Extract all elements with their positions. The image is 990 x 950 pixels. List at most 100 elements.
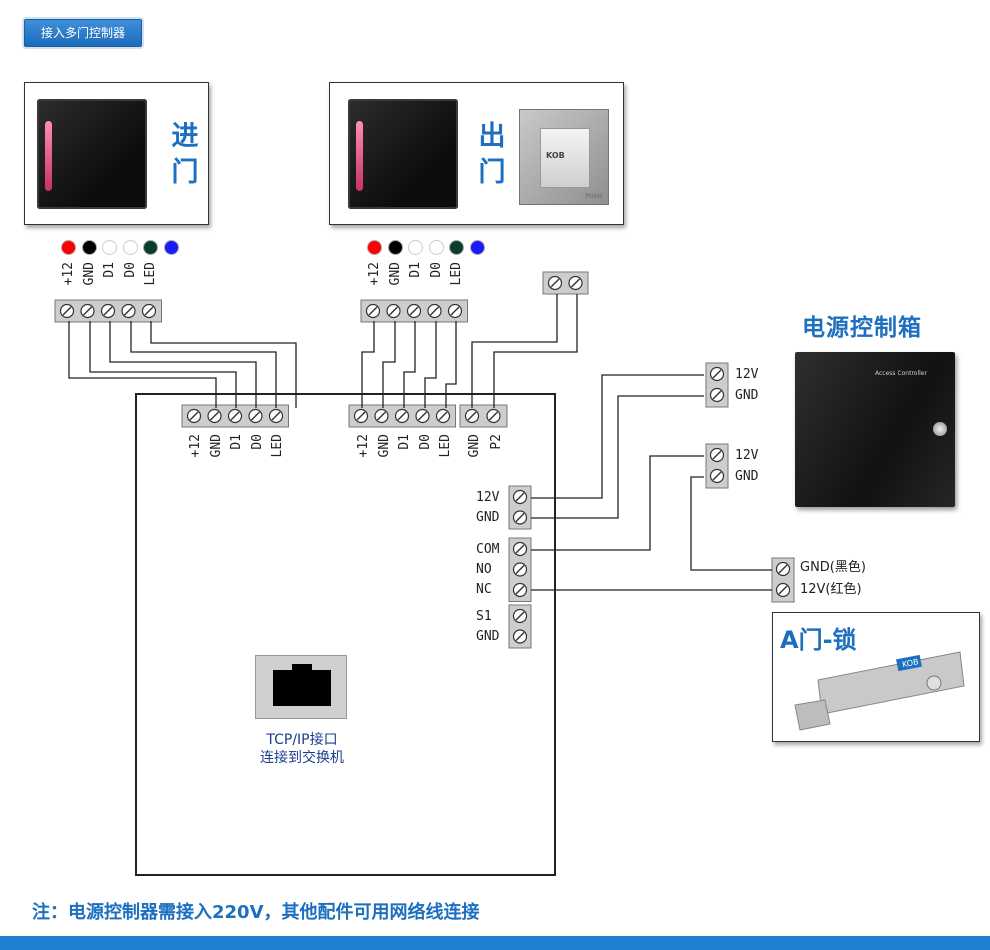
wire-lock-gnd bbox=[690, 476, 772, 571]
wire-exit-d1 bbox=[403, 321, 416, 408]
footer-note: 注：电源控制器需接入220V，其他配件可用网络线连接 bbox=[32, 902, 480, 923]
lock-title: A门-锁 bbox=[780, 626, 857, 654]
exit-door-label: 出门 bbox=[478, 121, 506, 188]
wire-color-dot bbox=[449, 240, 464, 255]
screw-slot bbox=[571, 278, 580, 288]
screw-slot bbox=[778, 585, 788, 595]
wire-button-p2 bbox=[493, 294, 578, 408]
screw-slot bbox=[62, 306, 72, 316]
multi-door-controller-tag: 接入多门控制器 bbox=[24, 19, 142, 47]
controller-power-12v-label: 12V bbox=[476, 490, 500, 505]
screw-slot bbox=[144, 306, 154, 316]
wire-color-dot bbox=[163, 240, 179, 255]
controller-s1-label: S1 bbox=[476, 609, 492, 624]
screw-slot bbox=[356, 411, 366, 421]
screw-slot bbox=[368, 306, 378, 316]
screw-slot bbox=[515, 632, 525, 641]
key-lock-icon bbox=[933, 422, 947, 436]
wire-button-gnd bbox=[471, 294, 558, 408]
wire-color-dot bbox=[81, 240, 97, 255]
screw-slot bbox=[515, 611, 525, 621]
screw-slot bbox=[83, 306, 92, 316]
screw-slot bbox=[210, 411, 219, 421]
wire-entry-led bbox=[150, 321, 297, 408]
power-supply-device-name: Access Controller bbox=[875, 370, 927, 377]
screw-slot bbox=[230, 411, 240, 421]
wire-color-dot bbox=[469, 240, 485, 255]
wire-entry-d0 bbox=[130, 321, 277, 408]
screw-slot bbox=[418, 411, 427, 421]
wire-exit-12v bbox=[361, 321, 375, 408]
wire-exit-d0 bbox=[424, 321, 437, 408]
psu-out2-12v-label: 12V bbox=[735, 448, 759, 463]
entry-door-label: 进门 bbox=[171, 121, 199, 188]
wire-power-12v bbox=[531, 374, 704, 499]
screw-slot bbox=[377, 411, 386, 421]
exit-button-logo: KOB bbox=[546, 151, 565, 160]
card-reader-entry bbox=[37, 99, 147, 209]
lock-12v-label: 12V(红色) bbox=[800, 582, 862, 597]
wire-power-gnd bbox=[531, 395, 704, 519]
screw-slot bbox=[712, 471, 722, 481]
screw-slot bbox=[467, 411, 477, 421]
screw-slot bbox=[450, 306, 460, 316]
exit-reader-panel: 出门 KOB PUSH bbox=[329, 82, 624, 225]
screw-slot bbox=[712, 450, 722, 460]
screw-slot bbox=[515, 565, 525, 574]
screw-slot bbox=[409, 306, 419, 316]
screw-slot bbox=[778, 564, 788, 574]
lock-logo: KOB bbox=[901, 657, 919, 669]
screw-slot bbox=[515, 544, 525, 554]
screw-slot bbox=[124, 306, 133, 316]
wire-exit-gnd bbox=[382, 321, 396, 408]
screw-slot bbox=[189, 411, 199, 421]
screw-slot bbox=[251, 411, 260, 421]
controller-sensor-gnd-label: GND bbox=[476, 629, 500, 644]
screw-slot bbox=[430, 306, 439, 316]
controller-no-label: NO bbox=[476, 562, 492, 577]
wire-color-dot bbox=[61, 240, 76, 255]
exit-button-push-text: PUSH bbox=[585, 193, 602, 200]
wire-entry-12v bbox=[68, 321, 217, 408]
screw-slot bbox=[389, 306, 398, 316]
card-reader-exit bbox=[348, 99, 458, 209]
controller-com-label: COM bbox=[476, 542, 500, 557]
screw-slot bbox=[515, 513, 525, 522]
power-supply-title: 电源控制箱 bbox=[802, 315, 922, 341]
screw-slot bbox=[712, 369, 722, 379]
wire-color-dot bbox=[408, 240, 423, 255]
wire-color-dot bbox=[122, 240, 138, 255]
wire-com-12v bbox=[531, 455, 704, 551]
door-controller-board bbox=[135, 393, 556, 876]
bottom-bar bbox=[0, 936, 990, 950]
wire-color-dot bbox=[102, 240, 117, 255]
wire-color-dot bbox=[143, 240, 158, 255]
controller-nc-label: NC bbox=[476, 582, 492, 597]
tcp-ip-label: TCP/IP接口 bbox=[266, 732, 338, 748]
screw-slot bbox=[438, 411, 448, 421]
entry-reader-panel: 进门 bbox=[24, 82, 209, 225]
wire-exit-led bbox=[445, 321, 457, 408]
power-supply-box: Access Controller bbox=[795, 352, 955, 507]
exit-push-button: KOB PUSH bbox=[519, 109, 609, 205]
wire-color-dot bbox=[367, 240, 382, 255]
wire-color-dot bbox=[428, 240, 444, 255]
psu-out1-12v-label: 12V bbox=[735, 367, 759, 382]
screw-slot bbox=[103, 306, 113, 316]
electric-bolt-lock-icon bbox=[794, 651, 965, 731]
controller-power-gnd-label: GND bbox=[476, 510, 500, 525]
screw-slot bbox=[397, 411, 407, 421]
wire-entry-gnd bbox=[89, 321, 237, 408]
screw-slot bbox=[515, 585, 525, 595]
screw-slot bbox=[489, 411, 498, 421]
screw-slot bbox=[271, 411, 281, 421]
wire-color-dot bbox=[387, 240, 403, 255]
screw-slot bbox=[712, 390, 722, 400]
psu-out1-gnd-label: GND bbox=[735, 388, 759, 403]
screw-slot bbox=[515, 492, 525, 502]
lock-gnd-label: GND(黑色) bbox=[800, 560, 866, 575]
connect-switch-label: 连接到交换机 bbox=[260, 750, 344, 766]
wire-entry-d1 bbox=[109, 321, 257, 408]
psu-out2-gnd-label: GND bbox=[735, 469, 759, 484]
